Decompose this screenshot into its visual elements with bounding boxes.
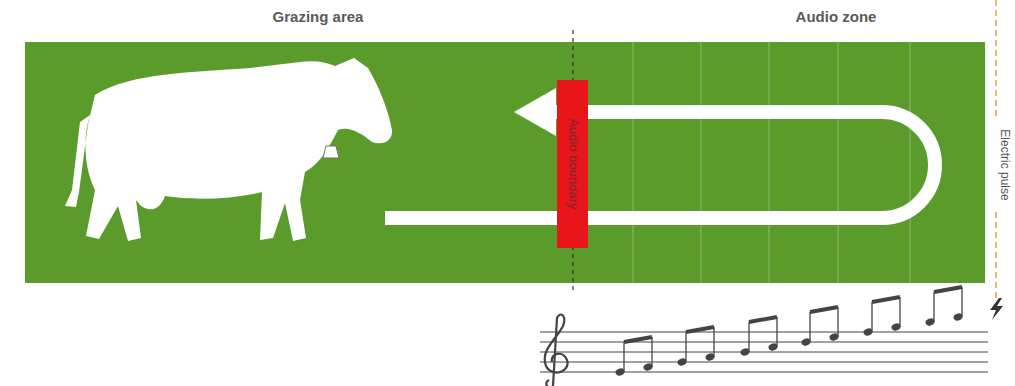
- eighth-notes: [615, 287, 964, 377]
- note-beam: [872, 297, 900, 302]
- note-head: [615, 367, 626, 377]
- staff-line: [540, 372, 988, 373]
- note-beam: [624, 337, 652, 342]
- zone-band: Audio zone: [573, 42, 985, 283]
- note-stem: [933, 292, 934, 322]
- staff-line: [540, 352, 988, 353]
- note-stem: [776, 317, 777, 347]
- note-beam: [686, 327, 714, 332]
- staff-line: [540, 332, 988, 333]
- lightning-bolt: [990, 298, 1003, 320]
- zone-heading: Grazing area: [218, 8, 418, 25]
- music-staff: [540, 332, 988, 372]
- note-stem: [651, 337, 652, 367]
- note-stem: [748, 322, 749, 352]
- note-stem: [871, 302, 872, 332]
- note-stem: [809, 312, 810, 342]
- note-stem: [685, 332, 686, 362]
- zone-heading: Audio zone: [736, 8, 936, 25]
- note-head: [801, 337, 812, 347]
- note-stem: [837, 307, 838, 337]
- note-beam: [934, 287, 962, 292]
- staff-line: [540, 362, 988, 363]
- note-head: [740, 347, 751, 357]
- note-head: [891, 322, 902, 332]
- electric-pulse-line: [995, 212, 997, 298]
- note-head: [768, 342, 779, 352]
- note-beam: [749, 317, 777, 322]
- electric-pulse-label: Electric pulse: [997, 105, 1013, 225]
- note-stem: [899, 297, 900, 327]
- treble-clef: [545, 315, 568, 386]
- note-stem: [961, 287, 962, 317]
- staff-line: [540, 342, 988, 343]
- note-head: [643, 362, 654, 372]
- note-head: [705, 352, 716, 362]
- boundary-label: Audio boundary: [565, 104, 581, 224]
- note-beam: [810, 307, 838, 312]
- note-head: [863, 327, 874, 337]
- note-head: [925, 317, 936, 327]
- boundary-bar: Audio boundary: [557, 80, 588, 248]
- note-head: [677, 357, 688, 367]
- electric-pulse-line: [995, 0, 997, 118]
- zone-band: Grazing area: [25, 42, 573, 283]
- note-head: [829, 332, 840, 342]
- note-head: [953, 312, 964, 322]
- note-stem: [623, 342, 624, 372]
- note-stem: [713, 327, 714, 357]
